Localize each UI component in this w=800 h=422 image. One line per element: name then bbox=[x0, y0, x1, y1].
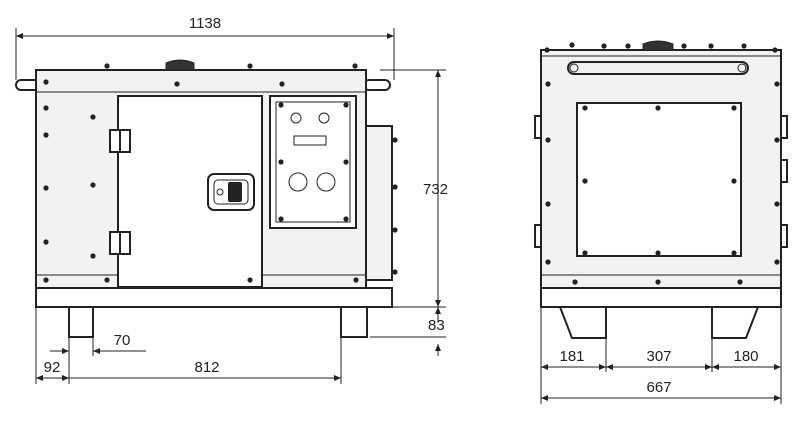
bolt bbox=[774, 201, 780, 207]
bolt bbox=[655, 105, 661, 111]
bolt bbox=[43, 185, 49, 191]
control-panel-inner bbox=[275, 101, 351, 223]
side-latch bbox=[780, 159, 788, 183]
bolt bbox=[392, 269, 398, 275]
dim-side-foot-spacing: 307 bbox=[646, 348, 671, 365]
side-view bbox=[534, 40, 788, 339]
indicator-left bbox=[290, 112, 302, 124]
bolt bbox=[774, 137, 780, 143]
front-foot-right bbox=[340, 306, 368, 338]
front-view bbox=[15, 59, 398, 338]
lock-icon[interactable] bbox=[207, 173, 255, 211]
bolt bbox=[582, 178, 588, 184]
bolt bbox=[582, 250, 588, 256]
side-latch bbox=[780, 115, 788, 139]
bolt bbox=[247, 63, 253, 69]
dim-overall-width: 1138 bbox=[189, 15, 221, 32]
hinge-icon bbox=[109, 129, 131, 153]
base-frame bbox=[35, 287, 393, 308]
bolt bbox=[43, 277, 49, 283]
bolt bbox=[772, 47, 778, 53]
bolt bbox=[343, 102, 349, 108]
bolt bbox=[569, 42, 575, 48]
bolt bbox=[601, 43, 607, 49]
bolt bbox=[731, 105, 737, 111]
bolt bbox=[43, 132, 49, 138]
dim-side-left-offset: 181 bbox=[559, 348, 584, 365]
bolt bbox=[708, 43, 714, 49]
bolt bbox=[279, 81, 285, 87]
display-slot bbox=[293, 135, 327, 146]
bolt bbox=[90, 182, 96, 188]
handle-icon bbox=[363, 79, 391, 91]
side-access-panel bbox=[576, 102, 742, 257]
side-latch bbox=[534, 115, 542, 139]
bolt bbox=[278, 102, 284, 108]
exhaust-cap-icon bbox=[642, 40, 674, 51]
outlet-right[interactable] bbox=[316, 172, 336, 192]
indicator-right bbox=[318, 112, 330, 124]
bolt bbox=[582, 105, 588, 111]
bolt bbox=[545, 81, 551, 87]
bolt bbox=[392, 184, 398, 190]
control-panel bbox=[269, 95, 357, 229]
bolt bbox=[104, 277, 110, 283]
side-foot-left bbox=[558, 306, 607, 339]
side-latch bbox=[780, 224, 788, 248]
outlet-left[interactable] bbox=[288, 172, 308, 192]
side-latch bbox=[534, 224, 542, 248]
bolt bbox=[625, 43, 631, 49]
bolt bbox=[174, 81, 180, 87]
bolt bbox=[681, 43, 687, 49]
dimension-lines bbox=[15, 28, 782, 404]
dim-overall-depth: 667 bbox=[646, 379, 671, 396]
bolt bbox=[737, 279, 743, 285]
front-foot-left bbox=[68, 306, 94, 338]
exhaust-cap-icon bbox=[165, 59, 195, 71]
bolt bbox=[655, 250, 661, 256]
bolt bbox=[545, 201, 551, 207]
side-air-box bbox=[365, 125, 393, 281]
bolt bbox=[545, 137, 551, 143]
bolt bbox=[392, 227, 398, 233]
front-bolts bbox=[43, 63, 398, 283]
bolt bbox=[731, 178, 737, 184]
bolt bbox=[43, 105, 49, 111]
bolt bbox=[343, 159, 349, 165]
dim-side-right-offset: 180 bbox=[733, 348, 758, 365]
bolt bbox=[43, 239, 49, 245]
bolt bbox=[655, 279, 661, 285]
dim-foot-offset: 92 bbox=[44, 359, 61, 376]
bolt bbox=[731, 250, 737, 256]
hinge-icon bbox=[109, 231, 131, 255]
bolt bbox=[572, 279, 578, 285]
bolt bbox=[774, 81, 780, 87]
side-base-frame bbox=[540, 287, 782, 308]
dim-foot-width: 70 bbox=[114, 332, 131, 349]
dim-foot-spacing: 812 bbox=[194, 359, 219, 376]
bolt bbox=[90, 253, 96, 259]
side-bolts bbox=[544, 42, 780, 285]
bolt bbox=[353, 277, 359, 283]
bolt bbox=[774, 259, 780, 265]
bolt bbox=[247, 277, 253, 283]
bolt bbox=[544, 47, 550, 53]
bolt bbox=[545, 259, 551, 265]
bolt bbox=[741, 43, 747, 49]
bolt bbox=[278, 216, 284, 222]
bolt bbox=[43, 79, 49, 85]
side-foot-right bbox=[711, 306, 760, 339]
handle-icon bbox=[567, 61, 749, 75]
bolt bbox=[352, 63, 358, 69]
bolt bbox=[343, 216, 349, 222]
dim-foot-height: 83 bbox=[428, 317, 445, 334]
bolt bbox=[104, 63, 110, 69]
bolt bbox=[392, 137, 398, 143]
bolt bbox=[278, 159, 284, 165]
dim-height: 732 bbox=[423, 181, 448, 198]
bolt bbox=[90, 114, 96, 120]
